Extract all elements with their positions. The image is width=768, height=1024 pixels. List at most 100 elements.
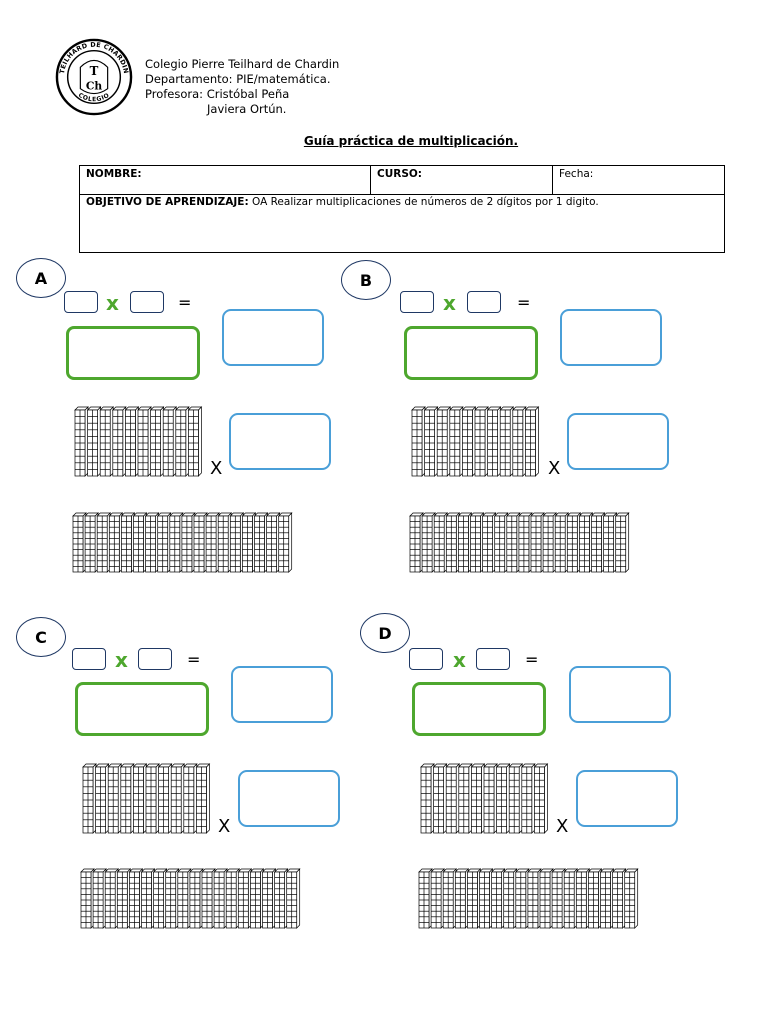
answer-box[interactable] bbox=[404, 326, 538, 380]
factor-box-1[interactable] bbox=[72, 648, 106, 670]
base-ten-rod bbox=[176, 868, 192, 929]
base-ten-rod bbox=[445, 512, 461, 573]
result-box[interactable] bbox=[569, 666, 671, 723]
info-row: NOMBRE: CURSO: Fecha: bbox=[80, 166, 724, 195]
page-title: Guía práctica de multiplicación. bbox=[303, 134, 519, 148]
multiplier-box[interactable] bbox=[229, 413, 331, 470]
times-sign: X bbox=[218, 816, 231, 837]
multiplier-box[interactable] bbox=[576, 770, 678, 827]
base-ten-rod bbox=[96, 512, 112, 573]
base-ten-rod bbox=[156, 512, 172, 573]
answer-box[interactable] bbox=[412, 682, 546, 736]
base-ten-rod bbox=[524, 406, 540, 477]
tens-rods bbox=[411, 406, 540, 481]
base-ten-rod bbox=[285, 868, 301, 929]
base-ten-rod bbox=[119, 763, 135, 834]
base-ten-rod bbox=[566, 512, 582, 573]
unit-rods bbox=[80, 868, 301, 933]
base-ten-rod bbox=[111, 406, 127, 477]
base-ten-rod bbox=[187, 406, 203, 477]
factor-box-2[interactable] bbox=[467, 291, 501, 313]
base-ten-rod bbox=[241, 512, 257, 573]
base-ten-rod bbox=[520, 763, 536, 834]
base-ten-rod bbox=[466, 868, 482, 929]
base-ten-rod bbox=[420, 763, 435, 834]
unit-rods bbox=[418, 868, 639, 933]
exercise-a: A x = X bbox=[16, 258, 346, 578]
base-ten-rod bbox=[86, 406, 102, 477]
base-ten-rod bbox=[454, 868, 470, 929]
logo-monogram-top: T bbox=[90, 64, 99, 78]
equals-sign: = bbox=[178, 293, 192, 312]
result-box[interactable] bbox=[560, 309, 662, 366]
result-box[interactable] bbox=[231, 666, 333, 723]
factor-box-2[interactable] bbox=[130, 291, 164, 313]
unit-rods bbox=[72, 512, 293, 577]
base-ten-rod bbox=[195, 763, 211, 834]
base-ten-rod bbox=[527, 868, 542, 929]
multiplier-box[interactable] bbox=[567, 413, 669, 470]
base-ten-rod bbox=[518, 512, 533, 573]
base-ten-rod bbox=[107, 763, 123, 834]
base-ten-rod bbox=[170, 763, 186, 834]
base-ten-rod bbox=[614, 512, 630, 573]
base-ten-rod bbox=[99, 406, 115, 477]
base-ten-rod bbox=[237, 868, 253, 929]
base-ten-rod bbox=[140, 868, 156, 929]
base-ten-rod bbox=[502, 868, 518, 929]
base-ten-rod bbox=[132, 763, 148, 834]
base-ten-rod bbox=[132, 512, 148, 573]
base-ten-rod bbox=[530, 512, 545, 573]
info-table: NOMBRE: CURSO: Fecha: OBJETIVO DE APREND… bbox=[79, 165, 725, 253]
exercise-b: B x = X bbox=[341, 260, 671, 580]
school-name: Colegio Pierre Teilhard de Chardin bbox=[145, 57, 340, 71]
base-ten-rod bbox=[145, 763, 160, 834]
base-ten-rod bbox=[533, 763, 549, 834]
base-ten-rod bbox=[448, 406, 464, 477]
times-sign: x bbox=[115, 648, 128, 672]
base-ten-rod bbox=[493, 512, 509, 573]
base-ten-rod bbox=[213, 868, 228, 929]
base-ten-rod bbox=[423, 406, 439, 477]
result-box[interactable] bbox=[222, 309, 324, 366]
answer-box[interactable] bbox=[75, 682, 209, 736]
base-ten-rod bbox=[164, 868, 180, 929]
factor-box-2[interactable] bbox=[476, 648, 510, 670]
teacher: Profesora: Cristóbal Peña bbox=[145, 87, 290, 101]
times-sign: x bbox=[106, 291, 119, 315]
base-ten-rod bbox=[461, 406, 477, 477]
base-ten-rod bbox=[149, 406, 165, 477]
tens-rods bbox=[82, 763, 211, 838]
factor-box-1[interactable] bbox=[409, 648, 443, 670]
base-ten-rod bbox=[418, 868, 433, 929]
base-ten-rod bbox=[128, 868, 144, 929]
date-label: Fecha: bbox=[559, 168, 594, 180]
base-ten-rod bbox=[511, 406, 527, 477]
base-ten-rod bbox=[205, 512, 220, 573]
base-ten-rod bbox=[575, 868, 591, 929]
base-ten-rod bbox=[92, 868, 107, 929]
logo-bottom-text: COLEGIO bbox=[77, 92, 110, 104]
base-ten-rod bbox=[474, 406, 489, 477]
base-ten-rod bbox=[104, 868, 120, 929]
base-ten-rod bbox=[84, 512, 99, 573]
base-ten-rod bbox=[193, 512, 208, 573]
tens-rods bbox=[420, 763, 549, 838]
base-ten-rod bbox=[457, 512, 473, 573]
unit-rods bbox=[409, 512, 630, 577]
logo-monogram-bottom: Ch bbox=[86, 80, 103, 93]
equals-sign: = bbox=[525, 650, 539, 669]
base-ten-rod bbox=[495, 763, 511, 834]
base-ten-rod bbox=[436, 406, 452, 477]
base-ten-rod bbox=[94, 763, 110, 834]
base-ten-rod bbox=[421, 512, 436, 573]
objective: OBJETIVO DE APRENDIZAJE: OA Realizar mul… bbox=[86, 196, 599, 209]
base-ten-rod bbox=[137, 406, 152, 477]
base-ten-rod bbox=[261, 868, 277, 929]
factor-box-1[interactable] bbox=[400, 291, 434, 313]
factor-box-2[interactable] bbox=[138, 648, 172, 670]
base-ten-rod bbox=[469, 512, 485, 573]
answer-box[interactable] bbox=[66, 326, 200, 380]
multiplier-box[interactable] bbox=[238, 770, 340, 827]
factor-box-1[interactable] bbox=[64, 291, 98, 313]
